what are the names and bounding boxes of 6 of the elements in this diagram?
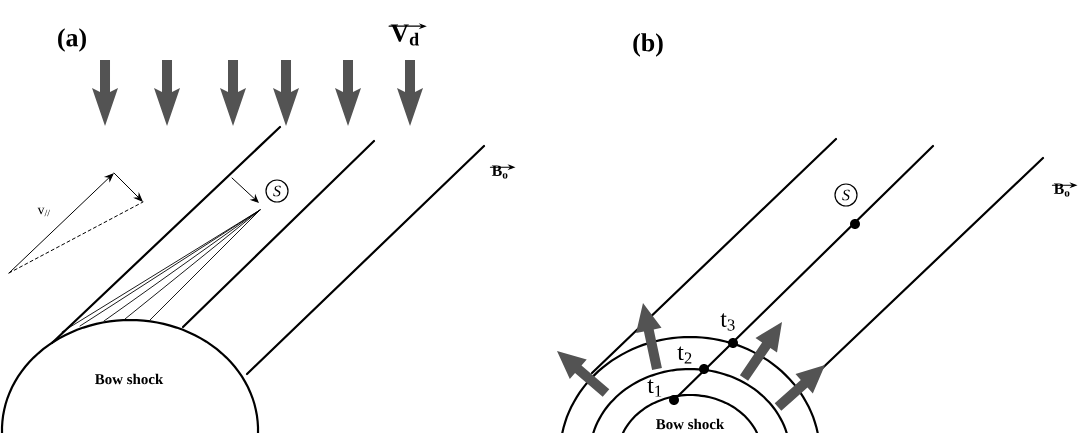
label: t$_{3}$ <box>720 313 735 331</box>
bow-shock-dome: Bow shock <box>0 318 260 433</box>
label: (b) <box>633 33 663 57</box>
label: t$_{2}$ <box>677 346 692 364</box>
label: (a) <box>58 28 86 52</box>
label: v$_{//}$ <box>37 207 50 217</box>
